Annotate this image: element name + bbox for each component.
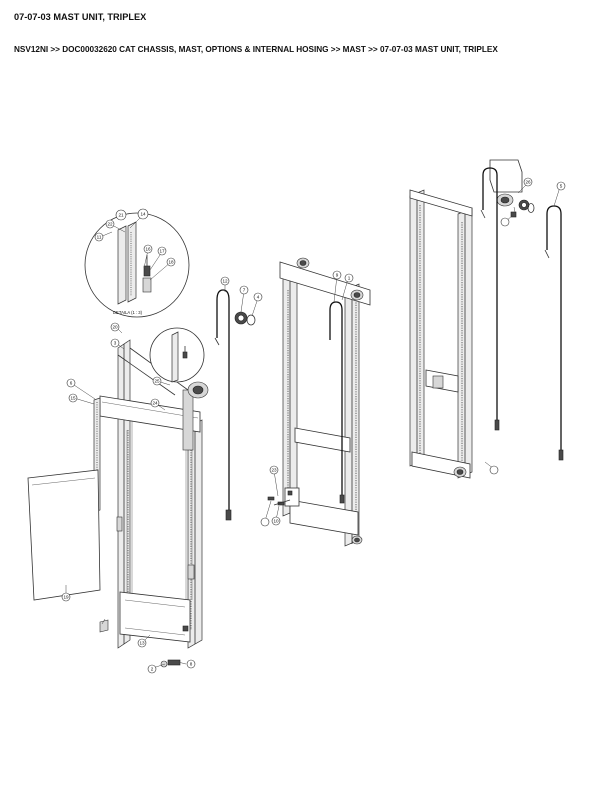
breadcrumb: NSV12NI >> DOC00032620 CAT CHASSIS, MAST… [14, 45, 498, 54]
callout: 10 [271, 516, 281, 526]
callout: 6 [66, 378, 76, 388]
svg-text:26: 26 [525, 180, 531, 185]
svg-text:22: 22 [107, 222, 113, 227]
callout: 4 [253, 292, 263, 302]
callout: 20 [110, 322, 120, 332]
svg-text:24: 24 [152, 401, 158, 406]
callout: 8 [186, 659, 196, 669]
callout: 5 [556, 181, 566, 191]
svg-text:21: 21 [118, 213, 124, 218]
callout: 17 [157, 246, 167, 256]
svg-text:18: 18 [168, 260, 174, 265]
callout: 25 [152, 376, 162, 386]
svg-text:4: 4 [257, 295, 260, 300]
cylinder-head-hoses [480, 159, 564, 461]
callout: 23 [269, 465, 279, 475]
svg-text:9: 9 [336, 273, 339, 278]
rear-shield-panel [27, 469, 101, 601]
svg-text:12: 12 [222, 279, 228, 284]
svg-text:5: 5 [560, 184, 563, 189]
callout: 15 [68, 393, 78, 403]
svg-text:23: 23 [271, 468, 277, 473]
intermediate-mast-assembly [279, 257, 371, 547]
callout-bubbles: 21 22 14 11 16 17 18 20 3 25 24 6 15 19 … [61, 177, 566, 674]
callout: 26 [523, 177, 533, 187]
svg-text:13: 13 [139, 641, 145, 646]
callout: 3 [110, 338, 120, 348]
svg-text:16: 16 [145, 247, 151, 252]
detail-label: DETAILA (1 : 3) [113, 310, 143, 315]
callout: 18 [166, 257, 176, 267]
chain-hose-center [214, 289, 256, 521]
svg-text:20: 20 [112, 325, 118, 330]
callout: 24 [150, 398, 160, 408]
svg-text:10: 10 [273, 519, 279, 524]
callout [489, 465, 499, 475]
callout [260, 517, 270, 527]
callout [500, 217, 510, 227]
callout: 7 [239, 285, 249, 295]
svg-text:6: 6 [70, 381, 73, 386]
svg-text:7: 7 [243, 288, 246, 293]
callout: 21 [115, 209, 127, 221]
outer-mast-assembly [99, 339, 209, 668]
svg-text:2: 2 [151, 667, 154, 672]
svg-text:17: 17 [159, 249, 165, 254]
svg-text:8: 8 [190, 662, 193, 667]
svg-text:3: 3 [114, 341, 117, 346]
svg-text:11: 11 [97, 235, 102, 240]
bolt-parts [267, 496, 291, 506]
callout: 11 [94, 232, 104, 242]
svg-text:14: 14 [140, 212, 146, 217]
callout: 2 [147, 664, 157, 674]
callout: 14 [137, 208, 149, 220]
svg-text:19: 19 [63, 595, 69, 600]
detail-circle-b [149, 327, 205, 383]
callout: 22 [105, 219, 115, 229]
callout: 16 [143, 244, 153, 254]
callout: 12 [220, 276, 230, 286]
callout: 9 [332, 270, 342, 280]
svg-text:25: 25 [154, 379, 160, 384]
svg-text:15: 15 [70, 396, 76, 401]
inner-mast-assembly [409, 189, 473, 479]
page-title: 07-07-03 MAST UNIT, TRIPLEX [14, 12, 147, 22]
detail-circle-a: DETAILA (1 : 3) [84, 212, 190, 318]
callout: 1 [344, 273, 354, 283]
callout: 13 [137, 638, 147, 648]
svg-text:1: 1 [348, 276, 351, 281]
callout: 19 [61, 592, 71, 602]
